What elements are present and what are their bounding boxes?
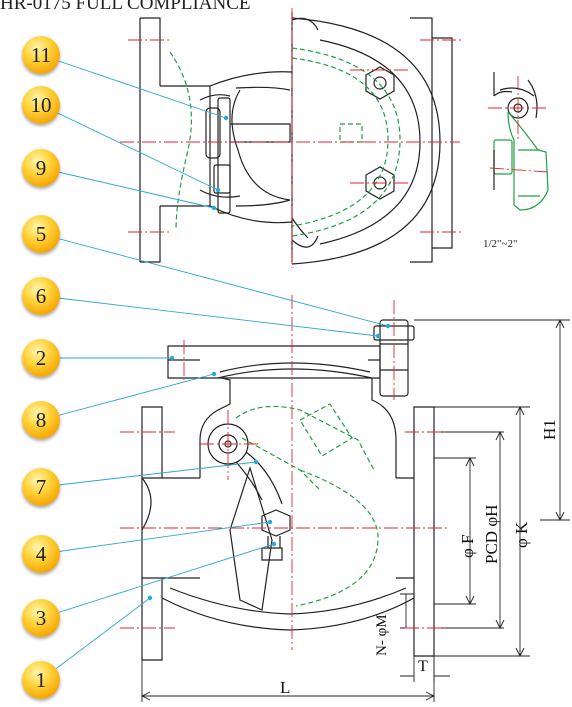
drawing-title: HR-0175 FULL COMPLIANCE [0, 0, 251, 14]
leader-lines [40, 54, 389, 681]
balloon-5: 5 [22, 215, 60, 253]
dimension-lines [140, 318, 570, 702]
balloon-10: 10 [22, 86, 60, 124]
dim-nm-label: N- φM [374, 614, 390, 656]
balloon-7: 7 [22, 468, 60, 506]
side-view [141, 319, 435, 661]
variant-size-label: 1/2"~2" [483, 238, 518, 250]
dim-f-label: φ F [458, 534, 477, 558]
balloon-2: 2 [22, 339, 60, 377]
variant-detail [493, 72, 549, 211]
balloon-11: 11 [22, 36, 60, 74]
top-view [139, 12, 453, 265]
leader-dots [147, 115, 391, 601]
balloon-6: 6 [22, 277, 60, 315]
dim-h1-label: H1 [540, 419, 559, 440]
dim-l-label: L [280, 678, 291, 697]
balloon-8: 8 [22, 401, 60, 439]
balloon-4: 4 [22, 535, 60, 573]
dim-pcd-label: PCD φH [482, 504, 501, 564]
dim-k-label: φ K [512, 521, 531, 548]
center-lines [120, 8, 549, 650]
balloon-9: 9 [22, 149, 60, 187]
balloon-1: 1 [22, 661, 60, 699]
balloon-3: 3 [22, 599, 60, 637]
dim-t-label: T [418, 658, 428, 675]
